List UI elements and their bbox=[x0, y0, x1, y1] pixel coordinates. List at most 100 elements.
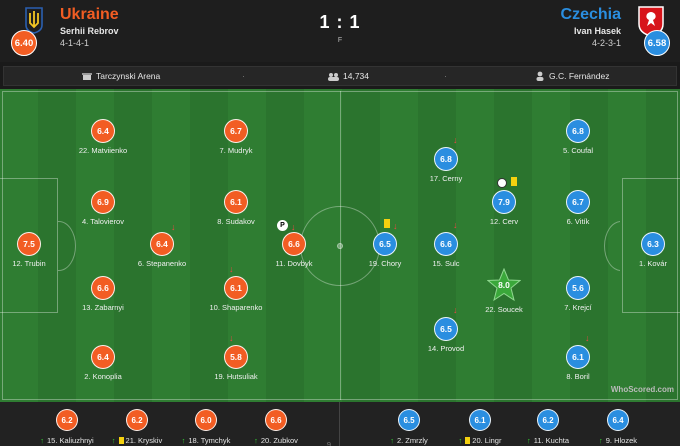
yellow-card-icon bbox=[118, 437, 124, 444]
home-team-name[interactable]: Ukraine bbox=[60, 6, 119, 23]
sub-on-arrow-icon: ↑ bbox=[254, 436, 258, 445]
player-rating: 6.1 bbox=[566, 345, 590, 369]
player-home-dovbyk[interactable]: P ↓ 6.6 11. Dovbyk bbox=[249, 220, 339, 268]
player-home-konoplia[interactable]: 6.4 2. Konoplia bbox=[58, 345, 148, 381]
yellow-card-icon bbox=[465, 437, 471, 444]
sub-off-arrow-icon: ↓ bbox=[171, 222, 176, 232]
player-away-coufal[interactable]: 6.8 5. Coufal bbox=[533, 119, 623, 155]
sub-away-kuchta[interactable]: 6.2 ↑11. Kuchta bbox=[508, 409, 588, 445]
away-penalty-box bbox=[622, 178, 680, 313]
player-away-krejci[interactable]: 5.6 7. Krejcí bbox=[533, 276, 623, 312]
player-name: 7. Mudryk bbox=[219, 146, 253, 155]
player-name: 21. Kryskiv bbox=[125, 436, 163, 445]
player-rating: 6.4 bbox=[91, 119, 115, 143]
player-rating: 5.8 bbox=[224, 345, 248, 369]
player-rating: 7.9 bbox=[492, 190, 516, 214]
sub-off-arrow-icon: ↓ bbox=[453, 220, 458, 230]
home-formation: 4-1-4-1 bbox=[60, 38, 90, 48]
away-team-name[interactable]: Czechia bbox=[560, 6, 621, 23]
yellow-card-icon bbox=[511, 177, 517, 186]
player-rating: 6.1 bbox=[224, 276, 248, 300]
player-rating: 7.5 bbox=[17, 232, 41, 256]
player-home-shaparenko[interactable]: ↓ 6.1 10. Shaparenko bbox=[191, 264, 281, 312]
venue-name: Tarczynski Arena bbox=[96, 71, 161, 81]
player-name: 8. Sudakov bbox=[217, 217, 255, 226]
player-name: 11. Kuchta bbox=[533, 436, 570, 445]
player-name: 10. Shaparenko bbox=[209, 303, 263, 312]
center-spot bbox=[337, 243, 343, 249]
sub-on-arrow-icon: ↑ bbox=[598, 436, 603, 445]
pitch: WhoScored.com bbox=[0, 89, 680, 402]
player-home-stepanenko[interactable]: ↓ 6.4 6. Stepanenko bbox=[117, 222, 207, 268]
player-home-zabarnyi[interactable]: 6.6 13. Zabarnyi bbox=[58, 276, 148, 312]
away-team-rating: 6.58 bbox=[644, 30, 670, 56]
player-name: 2. Zmrzly bbox=[396, 436, 428, 445]
whoscored-logo[interactable]: WhoScored.com bbox=[610, 385, 674, 394]
pitch-outline bbox=[2, 91, 678, 400]
sub-off-arrow-icon: ↓ bbox=[393, 221, 398, 231]
sub-home-tymchyk[interactable]: 6.0 ↑18. Tymchyk bbox=[166, 409, 246, 445]
player-name: 14. Provod bbox=[427, 344, 465, 353]
player-away-sulc[interactable]: ↓ 6.6 15. Sulc bbox=[401, 220, 491, 268]
sub-on-arrow-icon: ↑ bbox=[40, 436, 45, 445]
player-home-hutsuliak[interactable]: ↓ 5.8 19. Hutsuliak bbox=[191, 333, 281, 381]
yellow-card-icon bbox=[384, 219, 390, 228]
player-name: 1. Kovár bbox=[639, 259, 667, 268]
player-name: 4. Talovierov bbox=[82, 217, 124, 226]
sub-away-hlozek[interactable]: 6.4 ↑9. Hlozek bbox=[578, 409, 658, 445]
player-home-trubin[interactable]: 7.5 12. Trubin bbox=[0, 232, 74, 268]
match-header: 6.40 Ukraine Serhii Rebrov 4-1-4-1 1 : 1… bbox=[0, 0, 680, 62]
player-away-kovar[interactable]: 6.3 1. Kovár bbox=[608, 232, 680, 268]
player-away-chory[interactable]: ↓ 6.5 19. Chory bbox=[340, 219, 430, 268]
player-name: 15. Kaliuzhnyi bbox=[47, 436, 94, 445]
sub-home-partial[interactable]: 9. bbox=[320, 409, 340, 446]
player-name: 9. bbox=[326, 440, 334, 446]
player-away-cerny[interactable]: ↓ 6.8 17. Cerny bbox=[401, 135, 491, 183]
player-home-talovierov[interactable]: 6.9 4. Talovierov bbox=[58, 190, 148, 226]
player-home-mudryk[interactable]: 6.7 7. Mudryk bbox=[191, 119, 281, 155]
player-rating: 6.9 bbox=[91, 190, 115, 214]
player-rating: 6.3 bbox=[641, 232, 665, 256]
player-rating: 6.6 bbox=[282, 232, 306, 256]
sub-on-arrow-icon: ↑ bbox=[181, 436, 186, 445]
sub-on-arrow-icon: ↑ bbox=[526, 436, 531, 445]
player-name: 22. Matviienko bbox=[78, 146, 128, 155]
sub-away-lingr[interactable]: 6.1 ↑20. Lingr bbox=[440, 409, 520, 445]
sub-home-kaliuzhnyi[interactable]: 6.2 ↑15. Kaliuzhnyi bbox=[27, 409, 107, 445]
attendance-icon bbox=[328, 72, 339, 81]
player-rating: 6.5 bbox=[373, 232, 397, 256]
player-name: 2. Konoplia bbox=[84, 372, 122, 381]
player-home-sudakov[interactable]: 6.1 8. Sudakov bbox=[191, 190, 281, 226]
attendance-item: 14,734 bbox=[328, 71, 369, 81]
bench-divider bbox=[339, 402, 340, 446]
player-rating: 5.6 bbox=[566, 276, 590, 300]
player-name: 8. Boril bbox=[566, 372, 590, 381]
sub-home-kryskiv[interactable]: 6.2 ↑21. Kryskiv bbox=[97, 409, 177, 445]
match-info-bar: Tarczynski Arena · 14,734 · G.C. Fernánd… bbox=[3, 66, 677, 86]
player-away-boril[interactable]: ↓ 6.1 8. Boril bbox=[533, 333, 623, 381]
player-rating: 6.2 bbox=[537, 409, 559, 431]
player-away-soucek[interactable]: 8.0 22. Soucek bbox=[459, 268, 549, 314]
player-name: 9. Hlozek bbox=[605, 436, 637, 445]
home-coach: Serhii Rebrov bbox=[60, 26, 119, 36]
sub-on-arrow-icon: ↑ bbox=[390, 436, 394, 445]
ukraine-crest-icon bbox=[25, 7, 43, 34]
player-rating: 6.6 bbox=[265, 409, 287, 431]
player-away-provod[interactable]: ↓ 6.5 14. Provod bbox=[401, 305, 491, 353]
sub-away-zmrzly[interactable]: 6.5 ↑2. Zmrzly bbox=[369, 409, 449, 445]
away-coach: Ivan Hasek bbox=[573, 26, 621, 36]
sub-off-arrow-icon: ↓ bbox=[229, 333, 234, 343]
home-penalty-box bbox=[0, 178, 58, 313]
referee-name: G.C. Fernández bbox=[549, 71, 610, 81]
player-home-matviienko[interactable]: 6.4 22. Matviienko bbox=[58, 119, 148, 155]
player-name: 19. Hutsuliak bbox=[214, 372, 258, 381]
player-name: 5. Coufal bbox=[562, 146, 594, 155]
player-name: 20. Lingr bbox=[472, 436, 502, 445]
player-rating: 6.4 bbox=[91, 345, 115, 369]
player-rating: 6.6 bbox=[434, 232, 458, 256]
away-formation: 4-2-3-1 bbox=[591, 38, 621, 48]
player-away-cerv[interactable]: 7.9 12. Cerv bbox=[459, 177, 549, 226]
player-rating: 6.2 bbox=[56, 409, 78, 431]
player-away-vitik[interactable]: 6.7 6. Vitík bbox=[533, 190, 623, 226]
sub-home-zubkov[interactable]: 6.6 ↑20. Zubkov bbox=[236, 409, 316, 445]
